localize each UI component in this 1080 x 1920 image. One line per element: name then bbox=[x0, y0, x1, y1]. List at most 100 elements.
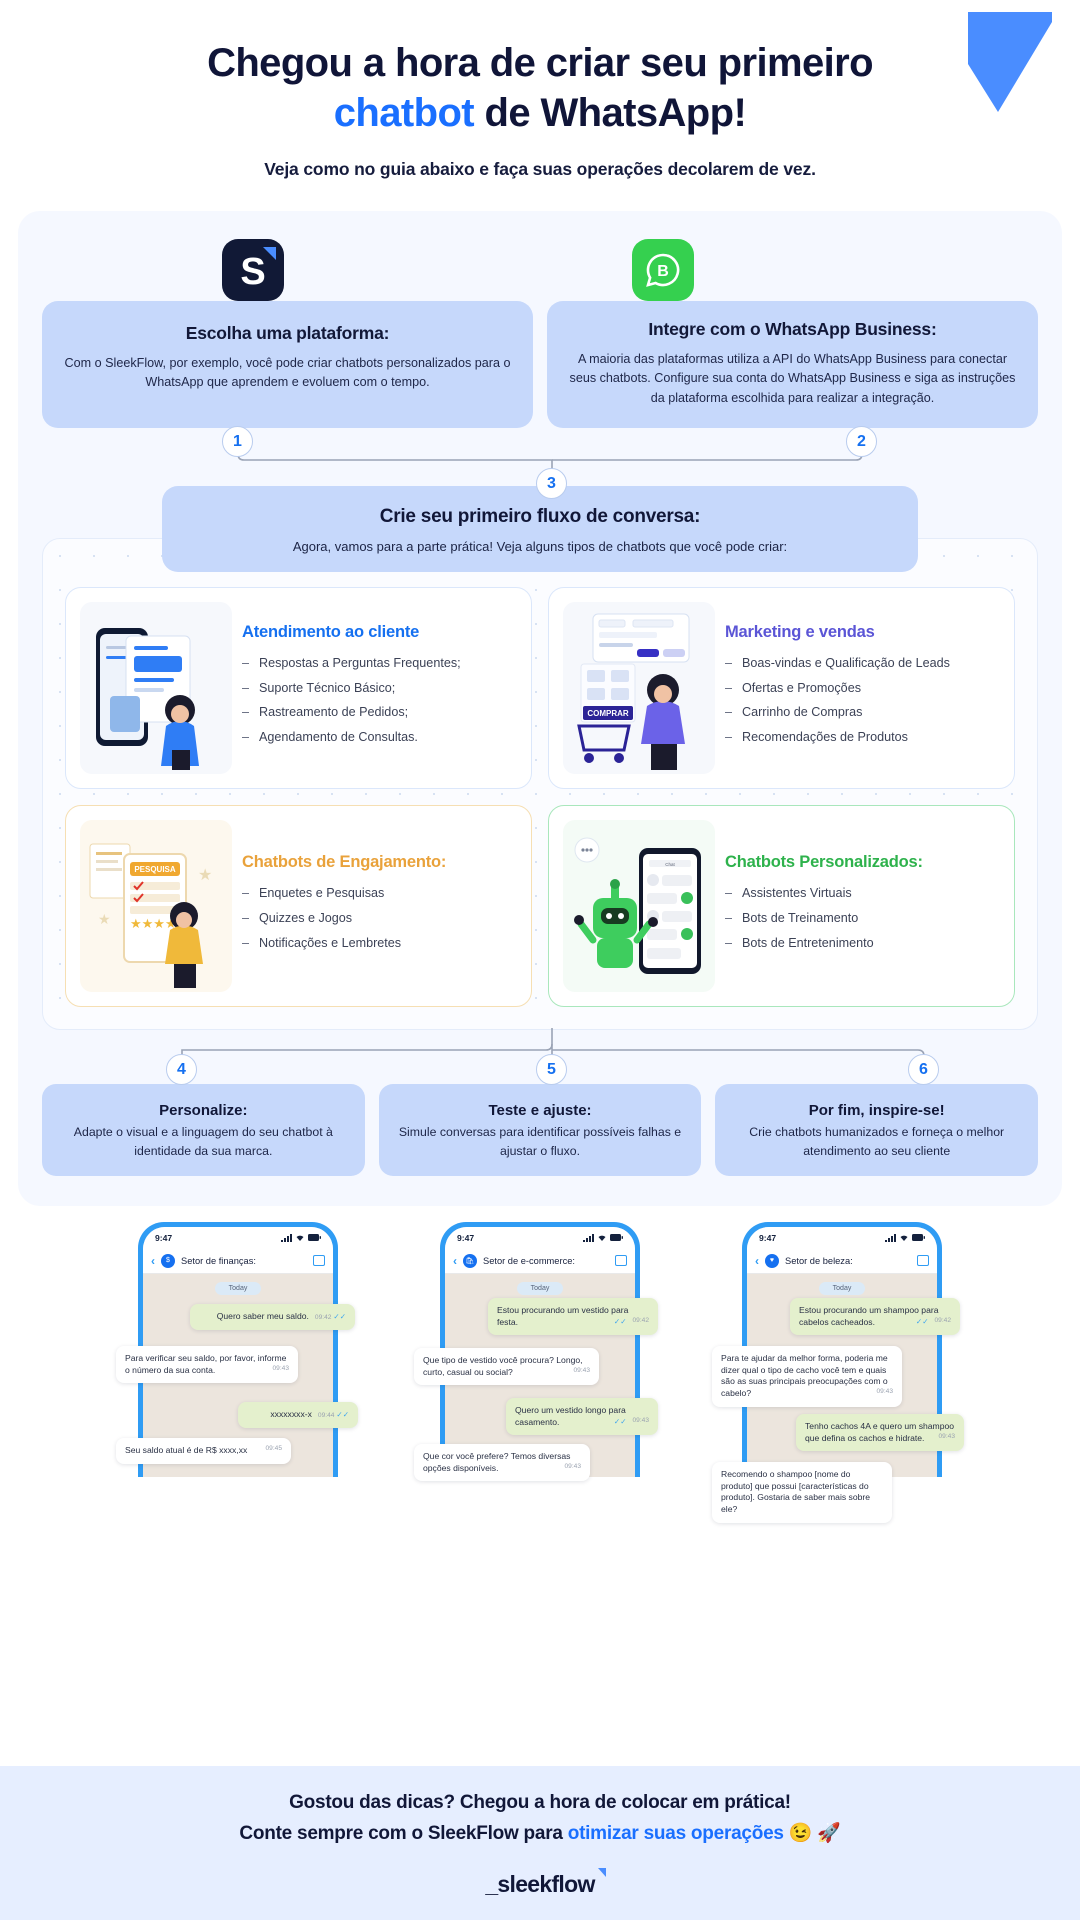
list-item: Ofertas e Promoções bbox=[725, 680, 996, 697]
back-icon[interactable]: ‹ bbox=[755, 1253, 759, 1268]
type-card-personalizados-body: Chatbots Personalizados: Assistentes Vir… bbox=[725, 853, 1000, 959]
list-item: Bots de Treinamento bbox=[725, 910, 996, 927]
chat-bubble: Tenho cachos 4A e quero um shampoo que d… bbox=[796, 1414, 964, 1452]
step-3-title: Crie seu primeiro fluxo de conversa: bbox=[379, 506, 701, 528]
step-card-1: Escolha uma plataforma: Com o SleekFlow,… bbox=[42, 300, 533, 429]
sleekflow-wordmark-tick-icon bbox=[597, 1868, 606, 1877]
connector-bottom: 4 5 6 bbox=[42, 1028, 1038, 1086]
chat-bubble: Para verificar seu saldo, por favor, inf… bbox=[116, 1346, 298, 1384]
read-tick-icon: ✓✓ bbox=[613, 1316, 627, 1326]
type-card-engajamento: PESQUISA ★★★★★ ★ ★ bbox=[65, 805, 532, 1008]
list-item: Notificações e Lembretes bbox=[242, 935, 513, 952]
illustration-engagement: PESQUISA ★★★★★ ★ ★ bbox=[80, 820, 232, 993]
chat-header-1[interactable]: ‹ $ Setor de finanças: bbox=[143, 1248, 333, 1275]
battery-icon bbox=[610, 1234, 623, 1242]
bubble-text: Recomendo o shampoo [nome do produto] qu… bbox=[721, 1469, 871, 1514]
bubble-text: Que tipo de vestido você procura? Longo,… bbox=[423, 1355, 583, 1377]
bubble-time: 09:43 bbox=[564, 1462, 581, 1470]
list-item: Respostas a Perguntas Frequentes; bbox=[242, 655, 513, 672]
chat-title-2: Setor de e-commerce: bbox=[483, 1255, 575, 1266]
step-card-4: Personalize: Adapte o visual e a linguag… bbox=[42, 1084, 365, 1177]
list-item: Assistentes Virtuais bbox=[725, 885, 996, 902]
archive-icon[interactable] bbox=[615, 1255, 627, 1267]
archive-icon[interactable] bbox=[313, 1255, 325, 1267]
step-number-3: 3 bbox=[536, 468, 567, 500]
chat-title-3: Setor de beleza: bbox=[785, 1255, 853, 1266]
bubble-text: xxxxxxxx-x bbox=[270, 1409, 312, 1420]
step-5-title: Teste e ajuste: bbox=[488, 1102, 592, 1120]
type-card-marketing-body: Marketing e vendas Boas-vindas e Qualifi… bbox=[725, 623, 1000, 754]
status-time-2: 9:47 bbox=[457, 1232, 475, 1243]
type-card-marketing: COMPRAR Marketing e vendas Boas-vindas e… bbox=[548, 587, 1015, 790]
list-item: Agendamento de Consultas. bbox=[242, 729, 513, 746]
bubble-text: Quero um vestido longo para casamento. bbox=[515, 1405, 626, 1427]
chat-bubble: Quero um vestido longo para casamento. 09… bbox=[506, 1398, 658, 1436]
status-icons-2 bbox=[583, 1233, 623, 1242]
step-card-5: Teste e ajuste: Simule conversas para id… bbox=[378, 1084, 702, 1177]
back-icon[interactable]: ‹ bbox=[151, 1253, 155, 1268]
status-bar-3: 9:47 bbox=[747, 1227, 937, 1249]
type-card-atendimento-list: Respostas a Perguntas Frequentes; Suport… bbox=[242, 655, 513, 746]
day-divider-3: Today bbox=[819, 1282, 865, 1296]
status-icons-1 bbox=[281, 1233, 321, 1242]
footer-link[interactable]: otimizar suas operações bbox=[567, 1823, 784, 1844]
list-item: Suporte Técnico Básico; bbox=[242, 680, 513, 697]
chat-header-2[interactable]: ‹ 🛍 Setor de e-commerce: bbox=[445, 1248, 635, 1275]
svg-text:★: ★ bbox=[98, 911, 111, 927]
step-card-6: Por fim, inspire-se! Crie chatbots human… bbox=[715, 1084, 1039, 1177]
bubble-time: 09:43 bbox=[272, 1364, 289, 1372]
bubble-text: Para te ajudar da melhor forma, poderia … bbox=[721, 1353, 888, 1398]
type-card-marketing-list: Boas-vindas e Qualificação de Leads Ofer… bbox=[725, 655, 996, 746]
type-card-atendimento: Atendimento ao cliente Respostas a Pergu… bbox=[65, 587, 532, 790]
list-item: Quizzes e Jogos bbox=[242, 910, 513, 927]
type-card-personalizados: Chat bbox=[548, 805, 1015, 1008]
svg-text:COMPRAR: COMPRAR bbox=[587, 709, 629, 718]
step-3-body: Agora, vamos para a parte prática! Veja … bbox=[292, 539, 788, 555]
step-4-body: Adapte o visual e a linguagem do seu cha… bbox=[73, 1125, 333, 1158]
sleekflow-logo-icon: S bbox=[222, 238, 284, 301]
bubble-time: 09:42 bbox=[632, 1316, 649, 1324]
list-item: Rastreamento de Pedidos; bbox=[242, 704, 513, 721]
chat-header-3[interactable]: ‹ ♥ Setor de beleza: bbox=[747, 1248, 937, 1275]
footer-line-1: Gostou das dicas? Chegou a hora de coloc… bbox=[289, 1792, 791, 1813]
corner-triangle-decoration bbox=[968, 12, 1052, 112]
bubble-time: 09:43 bbox=[938, 1432, 955, 1440]
back-icon[interactable]: ‹ bbox=[453, 1253, 457, 1268]
footer-line-2-post: 😉 🚀 bbox=[783, 1823, 841, 1844]
sleekflow-wordmark-text: _sleekflow bbox=[485, 1871, 595, 1897]
step-6-title: Por fim, inspire-se! bbox=[808, 1102, 945, 1120]
title-accent-word: chatbot bbox=[333, 91, 475, 136]
bubble-time: 09:44 bbox=[317, 1412, 335, 1420]
guide-panel: S B Escolha uma plataforma: Com o SleekF… bbox=[18, 210, 1062, 1207]
read-tick-icon: ✓✓ bbox=[613, 1416, 627, 1426]
step-1-title: Escolha uma plataforma: bbox=[185, 322, 390, 343]
chat-bubble: Estou procurando um shampoo para cabelos… bbox=[790, 1298, 960, 1336]
chat-title-1: Setor de finanças: bbox=[181, 1255, 256, 1266]
bubble-text: Para verificar seu saldo, por favor, inf… bbox=[125, 1353, 287, 1375]
read-tick-icon: ✓✓ bbox=[915, 1316, 929, 1326]
status-icons-3 bbox=[885, 1233, 925, 1242]
svg-text:B: B bbox=[657, 263, 669, 280]
hero-section: Chegou a hora de criar seu primeiro chat… bbox=[0, 0, 1080, 180]
svg-text:Chat: Chat bbox=[665, 862, 675, 867]
platform-logos-row: S B bbox=[42, 238, 1038, 303]
read-tick-icon: ✓✓ bbox=[336, 1410, 349, 1420]
step-card-2: Integre com o WhatsApp Business: A maior… bbox=[547, 300, 1038, 429]
list-item: Enquetes e Pesquisas bbox=[242, 885, 513, 902]
sleekflow-logo-corner bbox=[263, 246, 276, 260]
bubble-time: 09:43 bbox=[632, 1416, 649, 1424]
status-bar-1: 9:47 bbox=[143, 1227, 333, 1249]
step-number-5: 5 bbox=[536, 1054, 567, 1086]
top-steps-row: Escolha uma plataforma: Com o SleekFlow,… bbox=[42, 300, 1038, 429]
bottom-steps-row: Personalize: Adapte o visual e a linguag… bbox=[42, 1084, 1039, 1177]
chat-bubble: Que cor você prefere? Temos diversas opç… bbox=[414, 1444, 590, 1482]
list-item: Recomendações de Produtos bbox=[725, 729, 996, 746]
sleekflow-wordmark: _sleekflow bbox=[485, 1868, 606, 1898]
chat-bubble: Que tipo de vestido você procura? Longo,… bbox=[414, 1348, 599, 1386]
archive-icon[interactable] bbox=[917, 1255, 929, 1267]
avatar: 🛍 bbox=[463, 1253, 477, 1268]
step-5-body: Simule conversas para identificar possív… bbox=[398, 1125, 682, 1158]
whatsapp-business-logo-icon: B bbox=[632, 238, 694, 301]
day-divider-1: Today bbox=[215, 1282, 261, 1296]
